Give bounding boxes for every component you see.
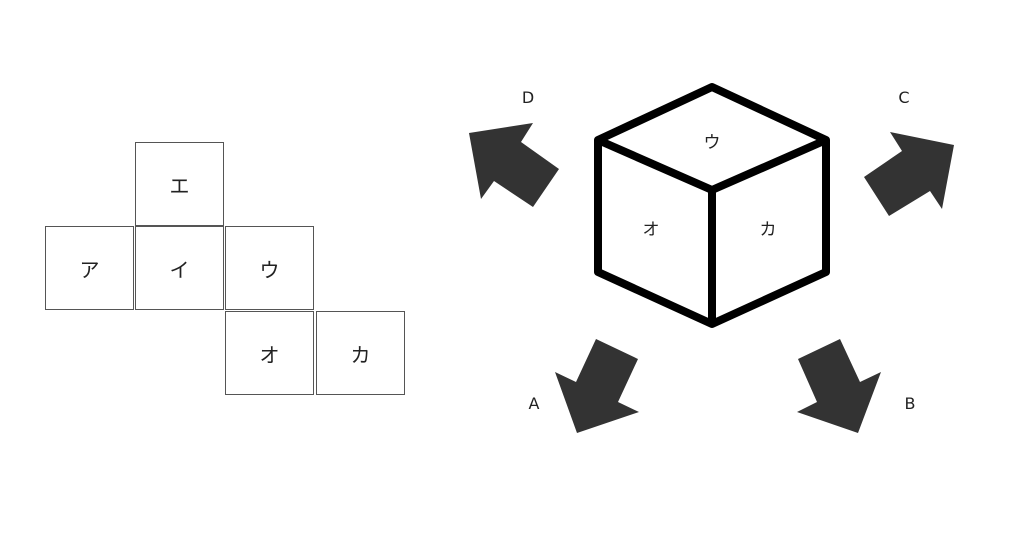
arrow-a-icon[interactable] bbox=[555, 339, 639, 433]
net-face-a: ア bbox=[45, 226, 134, 310]
cube-left-face-label: オ bbox=[643, 220, 660, 240]
net-face-i: イ bbox=[135, 226, 224, 310]
cube-right-face-label: カ bbox=[760, 220, 777, 240]
net-face-u: ウ bbox=[225, 226, 314, 310]
arrow-b-label: B bbox=[905, 394, 916, 413]
arrow-c-icon[interactable] bbox=[864, 132, 954, 216]
cube-top-face-label: ウ bbox=[704, 133, 721, 153]
arrow-a-label: A bbox=[529, 394, 540, 413]
net-face-ka: カ bbox=[316, 311, 405, 395]
net-face-o: オ bbox=[225, 311, 314, 395]
net-face-e: エ bbox=[135, 142, 224, 226]
arrow-c-label: C bbox=[898, 88, 909, 107]
arrow-d-icon[interactable] bbox=[469, 123, 559, 207]
arrow-d-label: D bbox=[522, 88, 534, 107]
arrow-b-icon[interactable] bbox=[797, 339, 881, 433]
cube bbox=[594, 83, 830, 328]
